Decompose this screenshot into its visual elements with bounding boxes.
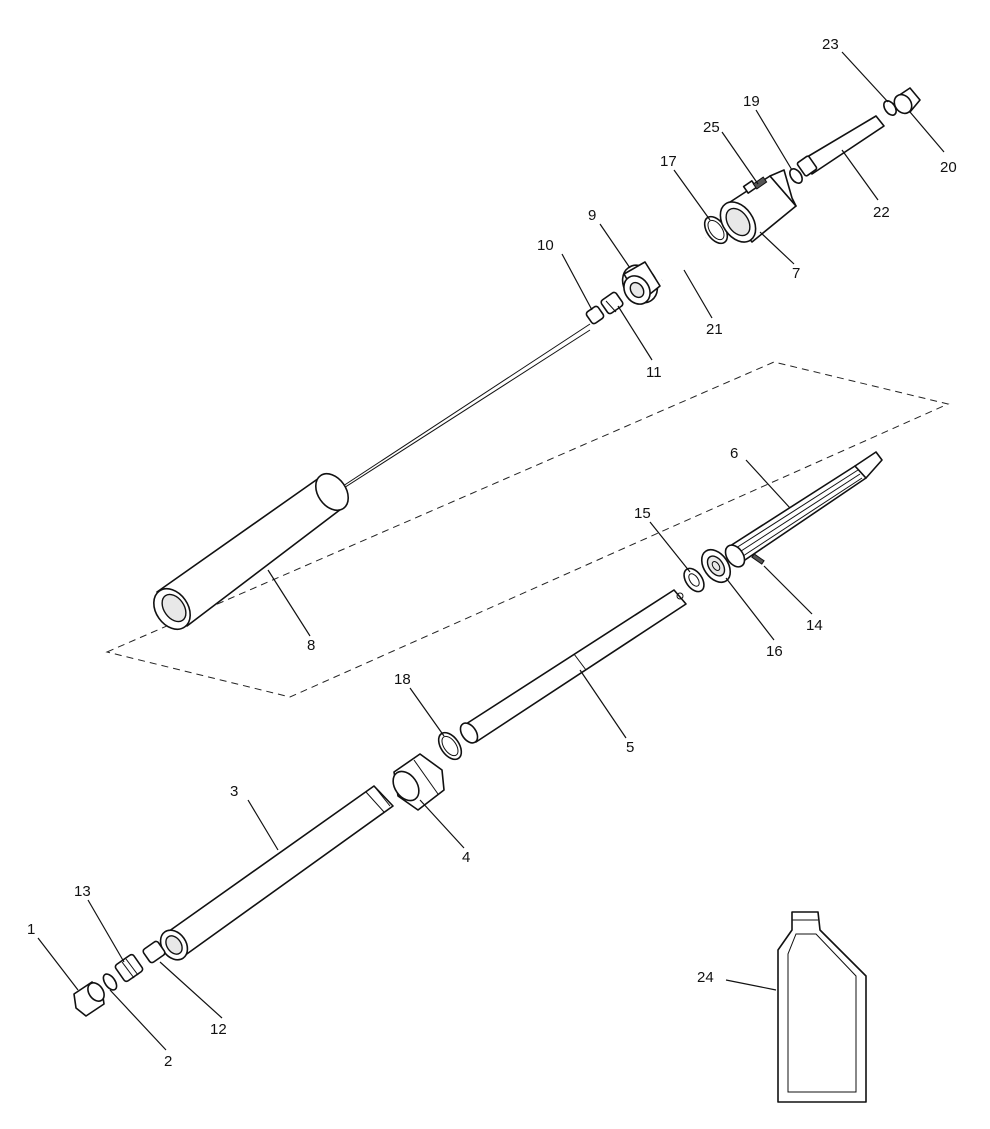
- callout-6: 6: [730, 445, 738, 462]
- callout-8: 8: [307, 637, 315, 654]
- callout-labels: 1 2 3 4 5 6 7 8 9 10 11 12 13 14 15 16 1…: [27, 36, 957, 1070]
- callout-22: 22: [873, 204, 890, 221]
- part-14-pin: [751, 553, 765, 565]
- callout-12: 12: [210, 1021, 227, 1038]
- part-5-shaft: [459, 589, 687, 744]
- part-22-shaft: [796, 115, 885, 177]
- callout-18: 18: [394, 671, 411, 688]
- callout-7: 7: [792, 265, 800, 282]
- callout-23: 23: [822, 36, 839, 53]
- callout-15: 15: [634, 505, 651, 522]
- callout-20: 20: [940, 159, 957, 176]
- part-25-pin: [752, 176, 768, 190]
- part-3-tube: [159, 785, 394, 961]
- callout-5: 5: [626, 739, 634, 756]
- part-15-washer: [683, 567, 705, 593]
- assembly-boundary-dashed: [105, 361, 950, 698]
- part-6-splined-shaft: [724, 451, 883, 568]
- callout-21: 21: [706, 321, 723, 338]
- callout-9: 9: [588, 207, 596, 224]
- callout-16: 16: [766, 643, 783, 660]
- callout-17: 17: [660, 153, 677, 170]
- leader-lines: [37, 51, 945, 1051]
- part-20-cap: [893, 87, 921, 115]
- part-21-bent-rod: [661, 236, 707, 282]
- part-9-bearing: [621, 261, 661, 305]
- callout-3: 3: [230, 783, 238, 800]
- callout-10: 10: [537, 237, 554, 254]
- part-4-nut: [392, 753, 445, 811]
- callout-25: 25: [703, 119, 720, 136]
- callout-14: 14: [806, 617, 823, 634]
- part-18-o-ring: [437, 731, 463, 761]
- part-1-nut: [73, 981, 105, 1017]
- part-24-oil-bottle: [777, 911, 867, 1103]
- part-13-bearing: [114, 953, 144, 983]
- callout-4: 4: [462, 849, 470, 866]
- part-2-ring: [102, 973, 118, 991]
- callout-1: 1: [27, 921, 35, 938]
- part-12-bushing: [142, 940, 166, 964]
- callout-13: 13: [74, 883, 91, 900]
- callout-19: 19: [743, 93, 760, 110]
- part-10-sleeve: [585, 305, 605, 325]
- part-16-bearing: [700, 548, 732, 584]
- part-11-bushing: [600, 291, 624, 315]
- callout-24: 24: [697, 969, 714, 986]
- part-8-tube-with-rod: [153, 323, 591, 631]
- callout-11: 11: [646, 364, 662, 381]
- callout-2: 2: [164, 1053, 172, 1070]
